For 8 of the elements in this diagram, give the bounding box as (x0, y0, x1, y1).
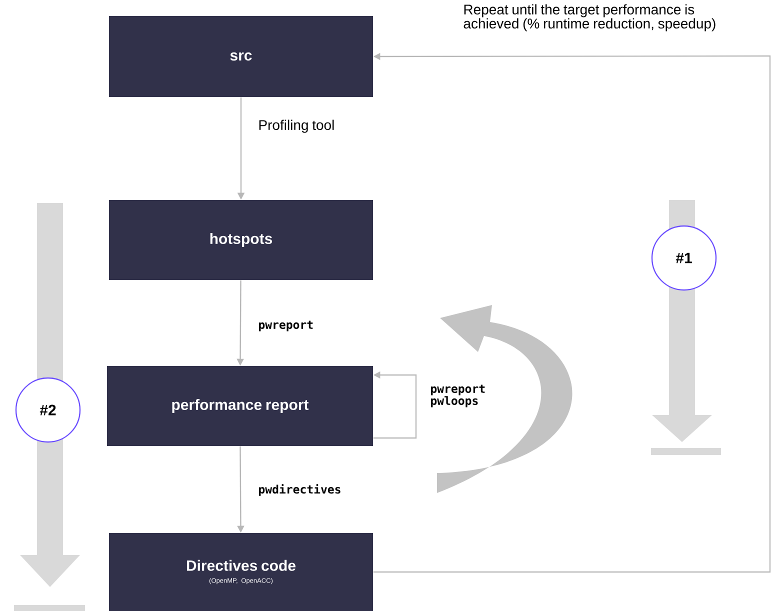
process-box: src (109, 16, 373, 97)
edge-label: Repeat until the target performance is achieved (% runtime reduction, speedup) (464, 4, 716, 32)
process-box: performance report (107, 366, 373, 446)
edge-label: pwreport pwloops (431, 384, 485, 408)
process-box: hotspots (109, 200, 373, 280)
edge-label: pwreport (259, 320, 313, 332)
edge-label: Profiling tool (259, 120, 334, 133)
edge-label: pwdirectives (259, 484, 340, 496)
